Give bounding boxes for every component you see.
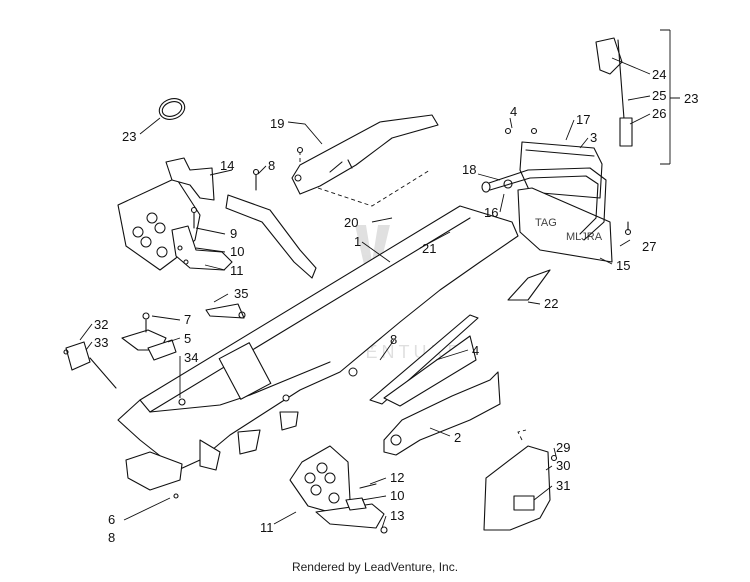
callout-8-upper: 8 [268,158,275,173]
callout-25: 25 [652,88,666,103]
callout-c2: 2 [454,430,461,445]
callout-22: 22 [544,296,558,311]
callout-11-upper: 11 [230,263,244,278]
callout-21: 21 [422,241,436,256]
callout-3: 3 [590,130,597,145]
callout-c8b: 8 [390,332,397,347]
svg-text:TAG: TAG [535,217,557,229]
lower-rail [369,314,501,456]
callout-c8c: 8 [108,530,115,545]
callout-c6: 6 [108,512,115,527]
callout-26: 26 [652,106,666,121]
callout-18: 18 [462,162,476,177]
callout-c15: 15 [616,258,630,273]
callout-1: 1 [354,234,361,249]
flag-assembly [595,37,633,236]
callout-10-upper: 10 [230,244,244,259]
callout-28: 23 [122,129,136,144]
upper-rail [291,114,439,207]
callout-c27: 27 [642,239,656,254]
footer-credit: Rendered by LeadVenture, Inc. [291,560,459,574]
clamp-ring [158,98,186,120]
storage-cover [483,429,558,531]
callout-c33: 33 [94,335,108,350]
callout-c29: 29 [556,440,570,455]
callout-c7: 7 [184,312,191,327]
exploded-view-svg: LEADVENTURE [63,29,698,545]
callout-4-upper: 4 [510,104,517,119]
front-small-parts [63,303,246,499]
lower-plate [289,445,388,534]
callout-c23: 23 [684,91,698,106]
rear-plate [507,269,551,301]
callout-c30: 30 [556,458,570,473]
leader-lines [79,29,680,529]
callout-19: 19 [270,116,284,131]
support-arm [225,194,317,279]
callout-c5: 5 [184,331,191,346]
callout-c35: 35 [234,286,248,301]
callout-c34: 34 [184,350,198,365]
callout-17: 17 [576,112,590,127]
callout-9: 9 [230,226,237,241]
callout-c4b: 4 [472,343,479,358]
callout-labels: 23 14 8 19 9 10 11 20 1 21 22 18 16 4 17… [122,67,666,311]
fasteners-upper-left [177,168,260,251]
front-bracket-assembly [117,157,233,271]
callout-20: 20 [344,215,358,230]
callout-14: 14 [220,158,234,173]
callout-16: 16 [484,205,498,220]
callout-c13: 13 [390,508,404,523]
callout-c11b: 11 [260,520,274,535]
callout-c32: 32 [94,317,108,332]
callout-c31: 31 [556,478,570,493]
svg-text:MLJRA: MLJRA [566,231,603,243]
callout-c10b: 10 [390,488,404,503]
tunnel [117,205,519,471]
callout-24: 24 [652,67,666,82]
callout-c12: 12 [390,470,404,485]
rear-bumper: TAG MLJRA [481,127,613,263]
